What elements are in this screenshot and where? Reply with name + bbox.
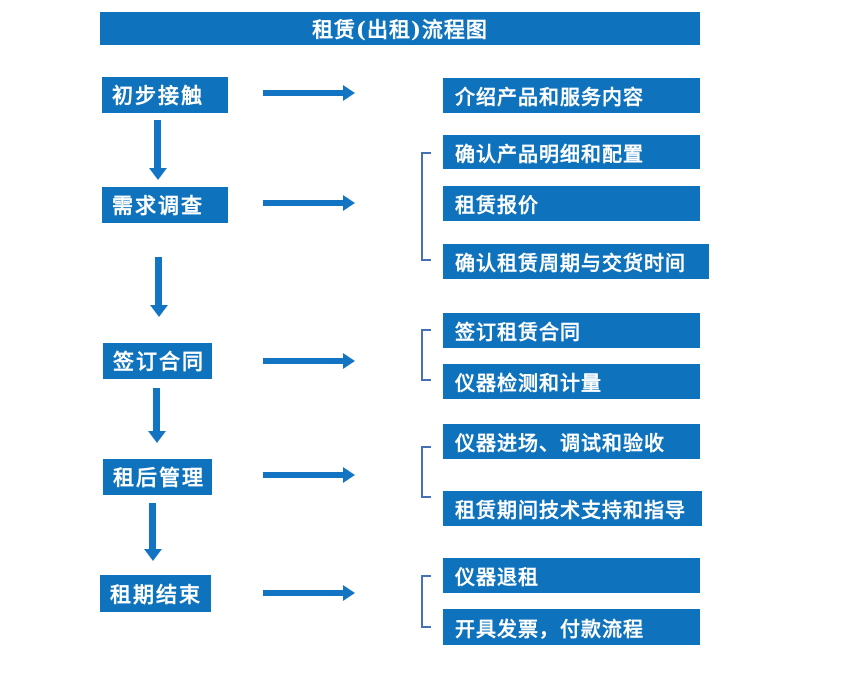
flowchart-title: 租赁(出租)流程图 bbox=[100, 12, 700, 45]
arrow-shaft bbox=[263, 90, 344, 96]
down-arrow-icon bbox=[150, 257, 168, 317]
right-arrow-icon bbox=[263, 353, 355, 369]
detail-box-instrument-setup-acceptance: 仪器进场、调试和验收 bbox=[443, 424, 700, 459]
detail-box-invoice-payment: 开具发票，付款流程 bbox=[443, 609, 700, 645]
right-arrow-icon bbox=[263, 585, 355, 601]
arrow-shaft bbox=[155, 257, 162, 306]
group-bracket bbox=[421, 446, 431, 498]
right-arrow-icon bbox=[263, 195, 355, 211]
arrow-shaft bbox=[153, 388, 160, 432]
arrow-shaft bbox=[263, 200, 344, 206]
arrow-shaft bbox=[154, 120, 161, 169]
down-arrow-icon bbox=[149, 120, 167, 180]
detail-box-tech-support: 租赁期间技术支持和指导 bbox=[443, 491, 702, 526]
stage-box-post-rental-management: 租后管理 bbox=[103, 459, 212, 495]
detail-box-rental-quote: 租赁报价 bbox=[443, 186, 700, 221]
arrow-head bbox=[343, 195, 355, 211]
detail-box-confirm-product-config: 确认产品明细和配置 bbox=[443, 135, 700, 169]
arrow-head bbox=[343, 85, 355, 101]
arrow-head bbox=[144, 549, 162, 561]
detail-box-instrument-return: 仪器退租 bbox=[443, 558, 700, 593]
arrow-shaft bbox=[263, 590, 344, 596]
arrow-head bbox=[343, 585, 355, 601]
detail-box-introduce-services: 介绍产品和服务内容 bbox=[443, 78, 700, 113]
detail-box-instrument-testing: 仪器检测和计量 bbox=[443, 364, 700, 399]
stage-box-initial-contact: 初步接触 bbox=[102, 77, 228, 113]
right-arrow-icon bbox=[263, 467, 355, 483]
arrow-shaft bbox=[263, 358, 344, 364]
stage-box-rental-end: 租期结束 bbox=[100, 575, 211, 612]
down-arrow-icon bbox=[148, 388, 166, 443]
arrow-head bbox=[148, 431, 166, 443]
group-bracket bbox=[421, 329, 431, 381]
group-bracket bbox=[421, 152, 431, 261]
arrow-shaft bbox=[149, 503, 156, 550]
stage-box-sign-contract: 签订合同 bbox=[103, 343, 212, 379]
arrow-head bbox=[343, 353, 355, 369]
down-arrow-icon bbox=[144, 503, 162, 561]
page-title: 租赁(出租)流程图 bbox=[312, 16, 488, 42]
right-arrow-icon bbox=[263, 85, 355, 101]
stage-box-demand-survey: 需求调查 bbox=[102, 187, 228, 223]
arrow-head bbox=[150, 305, 168, 317]
detail-box-sign-rental-contract: 签订租赁合同 bbox=[443, 313, 700, 348]
group-bracket bbox=[421, 575, 431, 628]
arrow-head bbox=[149, 168, 167, 180]
arrow-shaft bbox=[263, 472, 344, 478]
arrow-head bbox=[343, 467, 355, 483]
detail-box-confirm-period-delivery: 确认租赁周期与交货时间 bbox=[443, 244, 709, 279]
